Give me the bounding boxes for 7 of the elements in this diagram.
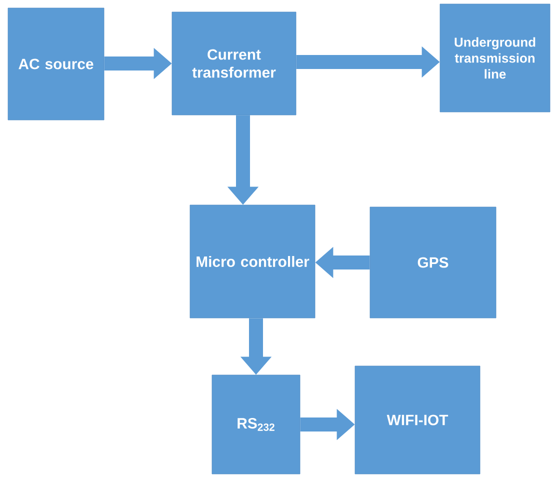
process-box: WIFI-IOT: [354, 366, 480, 474]
process-box: Micro controller: [190, 204, 316, 318]
process-box: RS$_{232}$: [212, 374, 300, 474]
process-box: Current transformer: [172, 12, 296, 116]
process-box: Underground transmission line: [440, 4, 550, 112]
process-box: GPS: [370, 206, 496, 318]
process-box: AC source: [8, 8, 104, 120]
